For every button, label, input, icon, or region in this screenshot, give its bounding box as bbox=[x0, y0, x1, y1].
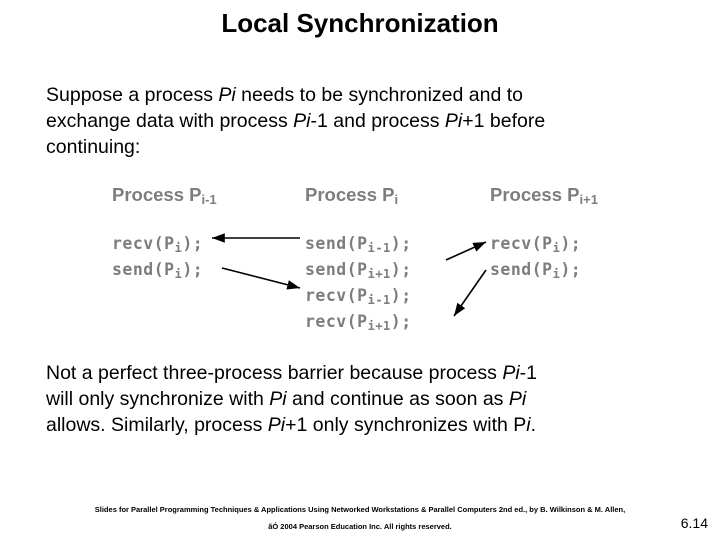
intro-line2-italic-1: Pi bbox=[293, 110, 311, 132]
intro-line1-b: needs to be synchronized and to bbox=[235, 84, 523, 106]
closing-line3-c: . bbox=[530, 414, 537, 436]
code-line-col1-1: send(Pi+1); bbox=[305, 260, 412, 281]
code-line-col0-0: recv(Pi); bbox=[112, 234, 204, 255]
closing-line2-italic-1: Pi bbox=[269, 388, 287, 410]
intro-line1-italic: Pi bbox=[218, 84, 236, 106]
arrow-recv-i-plus-1 bbox=[453, 269, 487, 317]
intro-paragraph: Suppose a process Pi needs to be synchro… bbox=[46, 82, 686, 160]
code-col2-0-tail: ); bbox=[560, 234, 582, 253]
code-col0-1-tail: ); bbox=[182, 260, 204, 279]
code-line-col1-0: send(Pi-1); bbox=[305, 234, 412, 255]
closing-line2-b: and continue as soon as bbox=[286, 388, 509, 410]
code-col1-1-text: send(P bbox=[305, 260, 368, 279]
intro-line2-italic-2: Pi bbox=[444, 110, 463, 132]
code-col0-0-sub: i bbox=[174, 241, 183, 255]
closing-line3-b: +1 only synchronizes with P bbox=[285, 414, 527, 436]
code-col0-0-tail: ); bbox=[182, 234, 204, 253]
closing-line1-italic: Pi bbox=[502, 362, 520, 384]
arrow-recv-i-minus-1 bbox=[221, 267, 301, 290]
closing-line3-a: allows. Similarly, process bbox=[46, 414, 268, 436]
closing-line2-a: will only synchronize with bbox=[46, 388, 270, 410]
intro-line2-c: +1 before bbox=[462, 110, 546, 132]
intro-line2-b: -1 and process bbox=[310, 110, 445, 132]
code-col1-2-tail: ); bbox=[390, 286, 412, 305]
code-col1-2-sub: i-1 bbox=[367, 293, 391, 307]
intro-line3: continuing: bbox=[46, 136, 141, 158]
code-col0-0-text: recv(P bbox=[112, 234, 175, 253]
code-line-col2-1: send(Pi); bbox=[490, 260, 582, 281]
code-col1-0-tail: ); bbox=[390, 234, 412, 253]
code-col2-0-text: recv(P bbox=[490, 234, 553, 253]
col0-header-main: Process P bbox=[112, 184, 202, 205]
code-line-col1-3: recv(Pi+1); bbox=[305, 312, 412, 333]
code-line-col2-0: recv(Pi); bbox=[490, 234, 582, 255]
col0-header-sub: i-1 bbox=[201, 192, 217, 207]
code-col1-3-text: recv(P bbox=[305, 312, 368, 331]
code-col0-1-text: send(P bbox=[112, 260, 175, 279]
column-header-process-i-minus-1: Process Pi-1 bbox=[112, 184, 217, 207]
closing-line2-italic-2: Pi bbox=[508, 388, 527, 410]
code-col2-1-sub: i bbox=[552, 267, 561, 281]
code-col1-3-tail: ); bbox=[390, 312, 412, 331]
col2-header-main: Process P bbox=[490, 184, 580, 205]
intro-line2-a: exchange data with process bbox=[46, 110, 294, 132]
arrow-send-i-plus-1 bbox=[445, 241, 487, 261]
page-title: Local Synchronization bbox=[221, 8, 499, 38]
code-col1-1-sub: i+1 bbox=[367, 267, 391, 281]
column-header-process-i-plus-1: Process Pi+1 bbox=[490, 184, 598, 207]
closing-line1-a: Not a perfect three-process barrier beca… bbox=[46, 362, 503, 384]
col1-header-main: Process P bbox=[305, 184, 395, 205]
col1-header-sub: i bbox=[394, 192, 399, 207]
code-col2-1-text: send(P bbox=[490, 260, 553, 279]
closing-line1-b: -1 bbox=[519, 362, 537, 384]
code-col1-0-text: send(P bbox=[305, 234, 368, 253]
code-col2-1-tail: ); bbox=[560, 260, 582, 279]
page-number: 6.14 bbox=[680, 515, 708, 531]
column-header-process-i: Process Pi bbox=[305, 184, 399, 207]
code-col1-3-sub: i+1 bbox=[367, 319, 391, 333]
code-line-col0-1: send(Pi); bbox=[112, 260, 204, 281]
intro-line1-a: Suppose a process bbox=[46, 84, 219, 106]
closing-line3-italic-2: i bbox=[526, 414, 531, 436]
code-figure: Process Pi-1 Process Pi Process Pi+1 rec… bbox=[112, 176, 712, 346]
code-col0-1-sub: i bbox=[174, 267, 183, 281]
closing-line3-italic-1: Pi bbox=[267, 414, 286, 436]
col2-header-sub: i+1 bbox=[579, 192, 598, 207]
code-col1-1-tail: ); bbox=[390, 260, 412, 279]
code-col1-0-sub: i-1 bbox=[367, 241, 391, 255]
code-col2-0-sub: i bbox=[552, 241, 561, 255]
code-col1-2-text: recv(P bbox=[305, 286, 368, 305]
footer-credit: Slides for Parallel Programming Techniqu… bbox=[94, 505, 626, 514]
footer-copyright: ãÓ 2004 Pearson Education Inc. All right… bbox=[268, 522, 452, 531]
code-line-col1-2: recv(Pi-1); bbox=[305, 286, 412, 307]
closing-paragraph: Not a perfect three-process barrier beca… bbox=[46, 360, 686, 438]
